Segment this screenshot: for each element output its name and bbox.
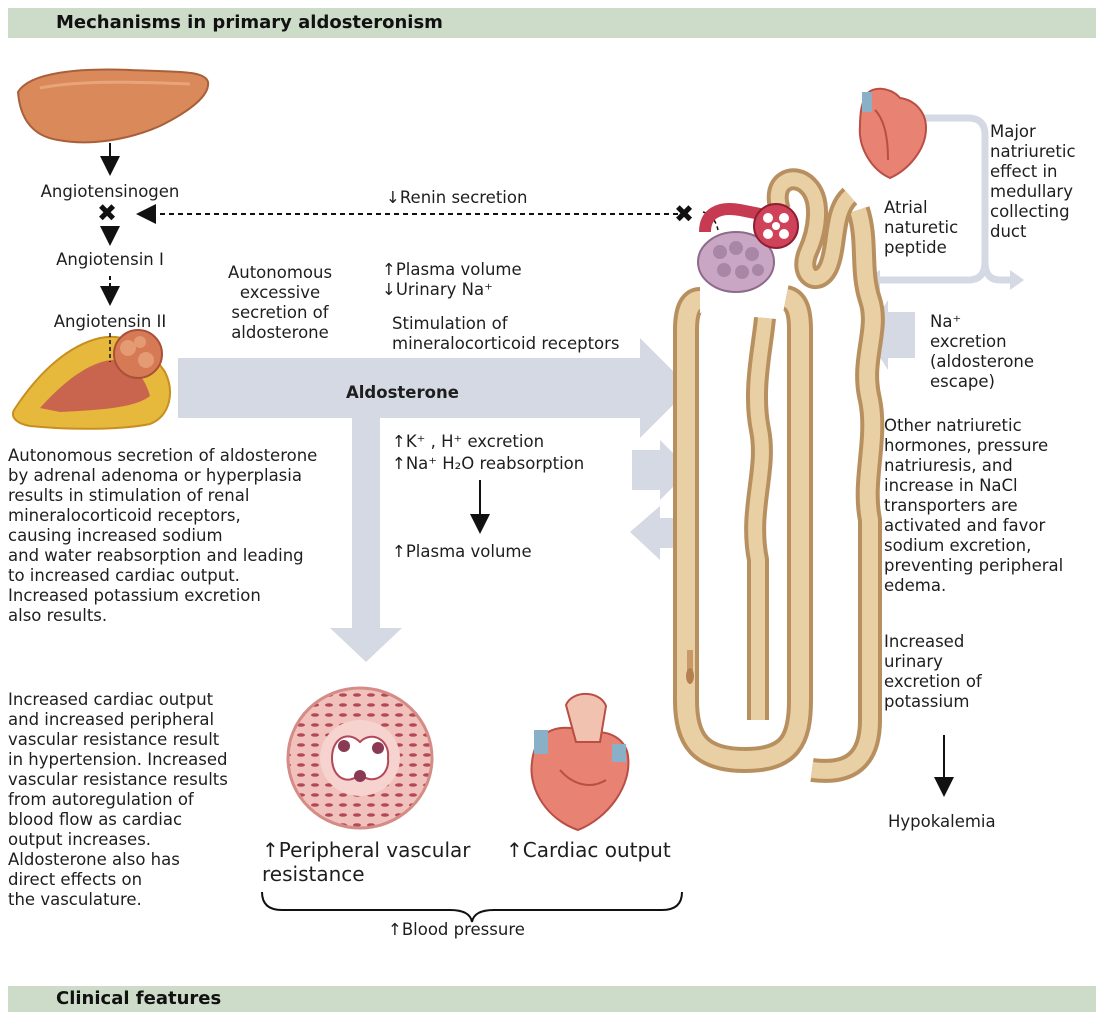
na-h2o-reabsorption-label: ↑Na⁺ H₂O reabsorption	[392, 454, 584, 474]
hypokalemia-label: Hypokalemia	[888, 812, 996, 832]
heart-image	[531, 694, 628, 830]
heart-image	[860, 89, 926, 178]
nephron-image	[686, 179, 873, 771]
hypertension-description: Increased cardiac output and increased p…	[8, 690, 228, 910]
block-x-icon: ✖	[674, 200, 694, 228]
angiotensin2-label: Angiotensin II	[30, 312, 190, 332]
liver-image	[18, 70, 208, 143]
k-h-excretion-label: ↑K⁺ , H⁺ excretion	[392, 432, 544, 452]
blood-pressure-label: ↑Blood pressure	[388, 920, 525, 940]
plasma-volume-label: ↑Plasma volume	[392, 542, 532, 562]
na-excretion-label: Na⁺ excretion (aldosterone escape)	[930, 312, 1034, 392]
major-natriuretic-label: Major natriuretic effect in medullary co…	[990, 122, 1076, 242]
urinary-na-down-label: ↓Urinary Na⁺	[382, 280, 493, 300]
blood-pressure-brace	[262, 892, 682, 922]
aldosterone-label: Aldosterone	[346, 383, 459, 403]
other-natriuretic-description: Other natriuretic hormones, pressure nat…	[884, 416, 1063, 596]
plasma-volume-up-label: ↑Plasma volume	[382, 260, 522, 280]
vessel-cross-section-image	[288, 688, 432, 828]
peripheral-vascular-resistance-label: ↑Peripheral vascular resistance	[262, 838, 470, 886]
cardiac-output-label: ↑Cardiac output	[506, 838, 671, 862]
increased-potassium-excretion-label: Increased urinary excretion of potassium	[884, 632, 982, 712]
adrenal-description: Autonomous secretion of aldosterone by a…	[8, 446, 317, 626]
angiotensinogen-label: Angiotensinogen	[30, 182, 190, 202]
autonomous-secretion-label: Autonomous excessive secretion of aldost…	[210, 263, 350, 343]
stimulation-label: Stimulation of mineralocorticoid recepto…	[392, 314, 620, 354]
block-x-icon: ✖	[97, 199, 117, 227]
renin-secretion-label: ↓Renin secretion	[386, 188, 527, 208]
angiotensin1-label: Angiotensin I	[30, 250, 190, 270]
atrial-naturetic-peptide-label: Atrial naturetic peptide	[884, 198, 958, 258]
adrenal-image	[13, 330, 170, 429]
